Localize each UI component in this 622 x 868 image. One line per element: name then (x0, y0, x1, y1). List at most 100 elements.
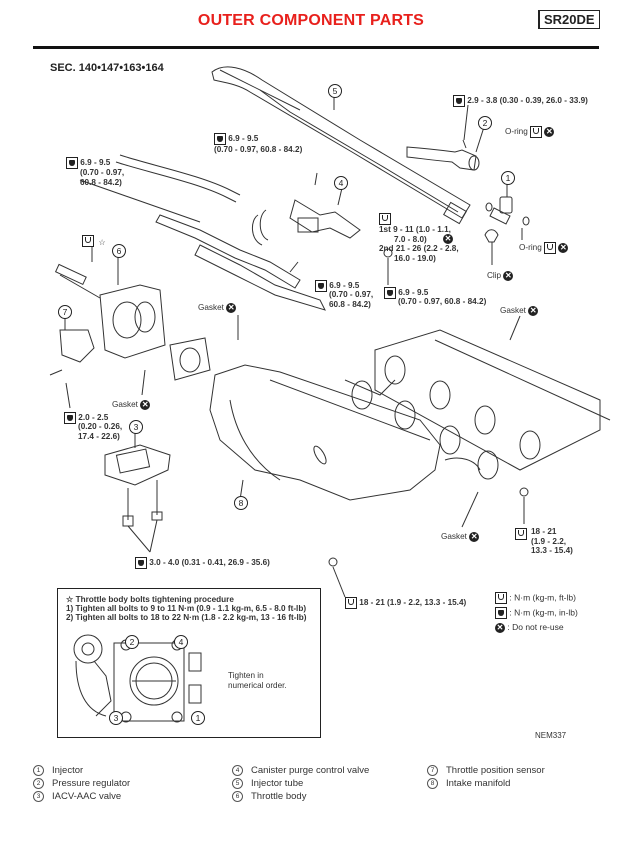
torque-label-nut: 6.9 - 9.5 (384, 287, 428, 299)
torque-label-iacv-bolt: 3.0 - 4.0 (0.31 - 0.41, 26.9 - 35.6) (135, 557, 270, 569)
label-o-ring-lower: O-ring ✕ (519, 242, 569, 254)
manifold-gasket-drawing (344, 329, 611, 480)
nut-drawing (328, 557, 338, 567)
symbol-legend-item: ✕ : Do not re-use (495, 622, 564, 633)
bolt-order-2: 2 (125, 635, 139, 649)
throttle-body-front-view (73, 634, 202, 723)
do-not-reuse-icon: ✕ (140, 400, 151, 410)
torque-label-tps-screw-cont: (0.20 - 0.26, 17.4 - 22.6) (78, 422, 123, 441)
procedure-text: ☆ Throttle body bolts tightening procedu… (66, 595, 307, 622)
torque-icon (82, 234, 94, 247)
label-o-ring-upper: O-ring ✕ (505, 126, 555, 138)
torque-label-hose-bolt-cont: (0.70 - 0.97, 60.8 - 84.2) (80, 168, 125, 187)
torque-small-icon (135, 557, 147, 569)
grease-icon (530, 126, 543, 138)
label-gasket-throttle: Gasket ✕ (198, 303, 237, 313)
callout-pressure-regulator: 2 (478, 116, 492, 130)
throttle-position-sensor-drawing (49, 329, 95, 376)
pressure-regulator-drawing (406, 139, 480, 171)
callout-canister-purge-valve: 4 (334, 176, 348, 190)
label-clip: Clip ✕ (487, 271, 514, 281)
torque-label-pressure-regulator: 2.9 - 3.8 (0.30 - 0.39, 26.0 - 33.9) (453, 95, 588, 107)
torque-small-icon (384, 287, 396, 299)
grease-icon (544, 242, 557, 254)
torque-small-icon (453, 95, 465, 107)
torque-label-nut-cont: (0.70 - 0.97, 60.8 - 84.2) (398, 297, 487, 306)
torque-label-manifold-nut-bottom: 18 - 21 (1.9 - 2.2, 13.3 - 15.4) (345, 597, 466, 609)
torque-small-icon (66, 157, 78, 169)
symbol-legend-item: : N·m (kg-m, ft-lb) (495, 592, 578, 604)
torque-icon-manifold-nut (515, 525, 527, 543)
tightening-procedure-box: ☆ Throttle body bolts tightening procedu… (57, 588, 321, 738)
leader-lines (64, 96, 525, 598)
torque-small-icon (214, 133, 226, 145)
intake-manifold-drawing (209, 364, 481, 501)
torque-label-injector-tube: 1st 9 - 11 (1.0 - 1.1, 7.0 - 8.0) 2nd 21… (379, 225, 459, 263)
callout-throttle-position-sensor: 7 (58, 305, 72, 319)
hose-drawing (115, 154, 269, 246)
do-not-reuse-icon: ✕ (544, 127, 555, 137)
engine-code-badge: SR20DE (538, 10, 600, 29)
torque-label-bracket-bolt-cont: (0.70 - 0.97, 60.8 - 84.2) (329, 290, 374, 309)
do-not-reuse-icon: ✕ (528, 306, 539, 316)
section-reference: SEC. 140•147•163•164 (50, 62, 164, 74)
figure-reference: NEM337 (535, 731, 567, 740)
torque-small-icon (495, 607, 507, 619)
torque-icon (495, 592, 507, 604)
procedure-step-1: 1) Tighten all bolts to 9 to 11 N·m (0.9… (66, 604, 307, 613)
nut-drawing (383, 248, 393, 258)
torque-icon-injector-tube (379, 210, 391, 228)
page-title: OUTER COMPONENT PARTS (197, 12, 425, 29)
torque-icon (345, 597, 357, 609)
label-gasket-manifold-upper: Gasket ✕ (500, 306, 539, 316)
callout-injector: 1 (501, 171, 515, 185)
do-not-reuse-icon: ✕ (226, 303, 237, 313)
procedure-title: ☆ Throttle body bolts tightening procedu… (66, 595, 234, 604)
torque-icon (379, 212, 391, 225)
nut-drawing (519, 487, 529, 497)
label-gasket-manifold-lower: Gasket ✕ (441, 532, 480, 542)
callout-intake-manifold: 8 (234, 496, 248, 510)
torque-small-icon (315, 280, 327, 292)
bolt-order-4: 4 (174, 635, 188, 649)
torque-icon (515, 527, 527, 540)
torque-label-canister-bolt: 6.9 - 9.5 (0.70 - 0.97, 60.8 - 84.2) (214, 133, 303, 154)
header-divider (33, 46, 599, 49)
callout-throttle-body: 6 (112, 244, 126, 258)
injector-drawing (484, 196, 530, 243)
iacv-valve-drawing (104, 444, 171, 527)
bolt-order-1: 1 (191, 711, 205, 725)
torque-label-bracket-bolt: 6.9 - 9.5 (315, 280, 359, 292)
exploded-diagram (49, 66, 611, 598)
bolt-order-3: 3 (109, 711, 123, 725)
callout-injector-tube: 5 (328, 84, 342, 98)
do-not-reuse-icon: ✕ (443, 234, 453, 244)
procedure-step-2: 2) Tighten all bolts to 18 to 22 N·m (1.… (66, 613, 307, 622)
procedure-note: Tighten in numerical order. (228, 671, 287, 690)
label-gasket-center: Gasket ✕ (112, 400, 151, 410)
star-symbol: ☆ (98, 238, 106, 247)
do-not-reuse-icon: ✕ (558, 243, 569, 253)
torque-label-tps-screw: 2.0 - 2.5 (64, 412, 108, 424)
torque-label-hose-bolt: 6.9 - 9.5 (66, 157, 110, 169)
throttle-body-bolt-torque: ☆ (82, 232, 106, 250)
symbol-legend: : N·m (kg-m, ft-lb) : N·m (kg-m, in-lb) … (495, 592, 578, 633)
callout-iacv-valve: 3 (129, 420, 143, 434)
throttle-body-drawing (54, 263, 166, 359)
injector-tube-drawing (211, 66, 471, 225)
do-not-reuse-icon: ✕ (503, 271, 514, 281)
do-not-reuse-icon: ✕ (495, 622, 505, 633)
do-not-reuse-icon: ✕ (469, 532, 480, 542)
torque-small-icon (64, 412, 76, 424)
canister-purge-valve-drawing (155, 199, 361, 311)
